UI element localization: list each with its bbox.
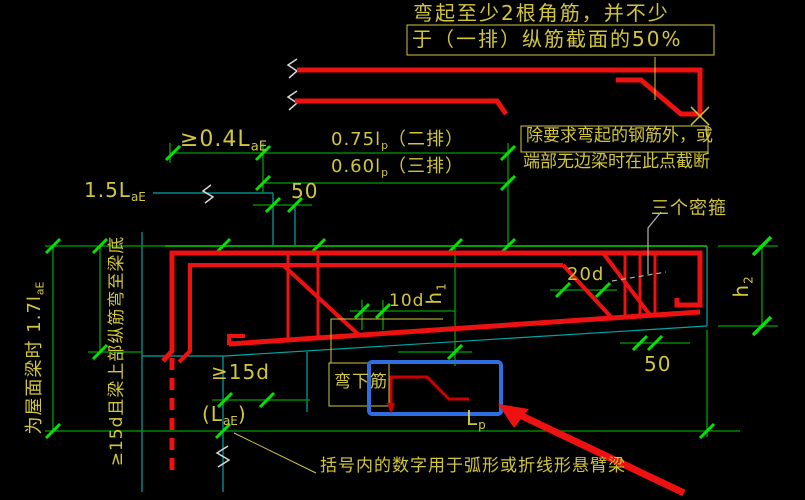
outer-top-bar — [161, 250, 703, 363]
note-bracket: 括号内的数字用于弧形或折线形悬臂梁 — [320, 456, 626, 476]
pointer-arrow-head — [498, 404, 529, 428]
label-dense-stirrups: 三个密箍 — [651, 198, 727, 219]
dim-label-10d: 10d — [389, 291, 425, 311]
leader-lines — [233, 211, 667, 474]
dense-stirrups-marks — [611, 271, 667, 282]
label-bend-down-bar: 弯下筋 — [334, 372, 388, 392]
dim-label-h2: h2 — [729, 276, 756, 298]
cutoff-bar — [295, 98, 509, 116]
note-bend-requirement-line2: 于（一排）纵筋截面的50% — [412, 27, 683, 51]
dense-stirrups-leader — [647, 211, 662, 274]
dim-label-bend-to-bottom: ≥15d且梁上部纵筋弯至梁底 — [107, 235, 128, 467]
pointer-arrow — [498, 404, 686, 497]
upper-bar-detail — [286, 24, 715, 153]
bent-bar-glyph — [387, 375, 469, 414]
bend-down-bar-leader — [330, 318, 443, 363]
note-cutoff-line1: 除要求弯起的钢筋外，或 — [526, 126, 713, 146]
dim-label-h1: h1 — [422, 283, 449, 305]
dim-label-lp: Lp — [466, 406, 486, 433]
inner-top-bar — [177, 263, 563, 364]
dimension-ticks — [44, 144, 773, 440]
note-box — [520, 125, 709, 153]
beam-bottom-taper-edge — [224, 325, 708, 357]
break-mark — [215, 445, 231, 468]
highlight-box — [367, 360, 503, 416]
dimension-lines — [45, 143, 778, 437]
bend-down-bar-label-box — [328, 362, 390, 407]
top-longitudinal-bar — [297, 67, 703, 114]
note-bend-requirement-line1: 弯起至少2根角筋，并不少 — [413, 1, 670, 25]
note-cutoff-line2: 端部无边梁时在此点截断 — [523, 152, 710, 172]
dim-label-15lae: 1.5LaE — [84, 178, 146, 205]
break-mark — [286, 58, 299, 79]
dim-label-50-top: 50 — [291, 179, 319, 203]
bent-down-bar — [616, 77, 702, 117]
dim-label-50-end: 50 — [644, 352, 672, 376]
end-bent-bar — [561, 263, 614, 320]
glyph-arrow-tip — [387, 403, 395, 414]
break-mark — [286, 90, 299, 111]
bottom-bar — [228, 309, 701, 347]
dim-label-20d: 20d — [567, 264, 605, 285]
dim-label-roof-beam-17lae: 为屋面梁时 1.7laE — [23, 281, 47, 435]
dim-label-min-15d: ≥15d — [211, 360, 270, 384]
dim-label-060lp: 0.60lp（三排） — [331, 156, 464, 179]
note-box — [406, 24, 715, 56]
break-mark — [201, 184, 215, 204]
dim-label-lae-paren: (LaE) — [202, 402, 247, 429]
beam-outline — [141, 192, 708, 492]
dim-label-04lae: ≥0.4LaE — [180, 127, 268, 155]
beam-rebar — [161, 250, 703, 477]
cut-point-x-mark — [690, 106, 710, 126]
mid-bent-bar — [281, 263, 362, 338]
bottom-bar-hook — [227, 334, 245, 345]
dim-label-075lp: 0.75lp（二排） — [331, 129, 464, 152]
bracket-note-leader — [233, 432, 317, 474]
